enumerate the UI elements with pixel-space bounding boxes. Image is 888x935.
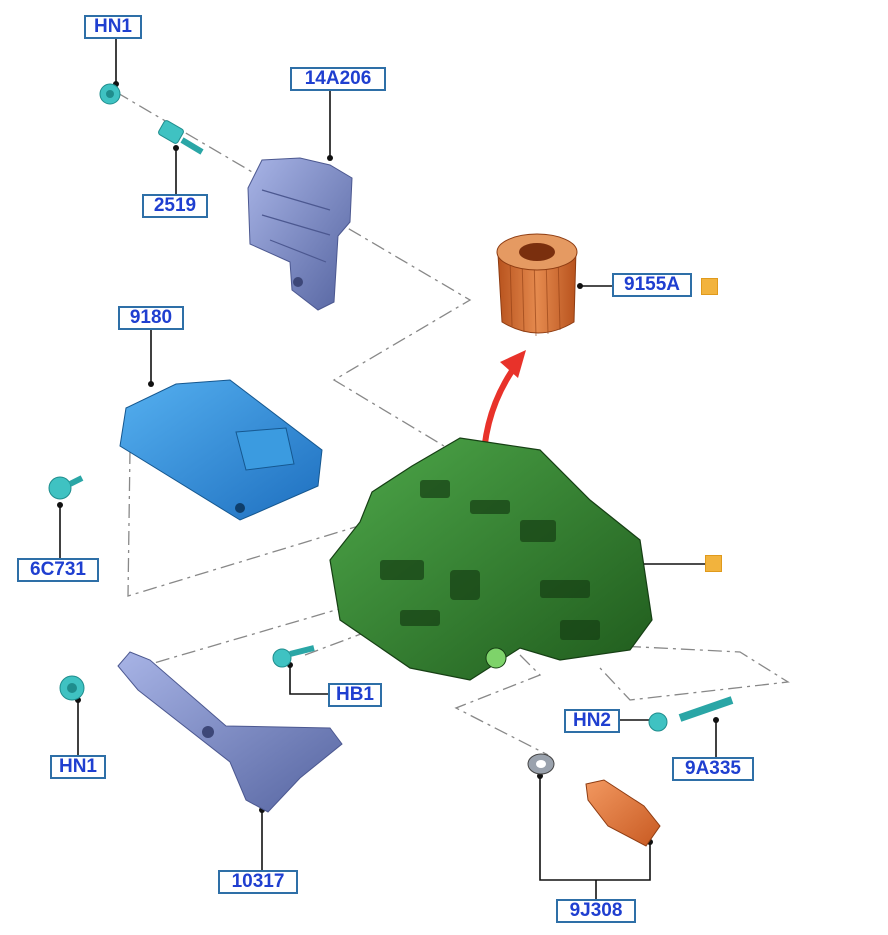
callout-9a335[interactable]: 9A335	[672, 757, 754, 781]
sensor-9j308-illustration	[527, 753, 661, 847]
callout-6c731[interactable]: 6C731	[17, 558, 99, 582]
callout-hn1-bottom[interactable]: HN1	[50, 755, 106, 779]
assembly-lines	[115, 91, 790, 756]
stud-9a335	[678, 696, 734, 722]
reference-marker-valve-body	[705, 555, 722, 572]
fastener-hn1-top	[99, 83, 121, 105]
callout-14a206[interactable]: 14A206	[290, 67, 386, 91]
bolt-6c731	[48, 475, 84, 500]
bracket-14a206-illustration	[247, 157, 353, 311]
callout-9180[interactable]: 9180	[118, 306, 184, 330]
oil-filter-9155a-illustration	[496, 233, 578, 337]
callout-hn1-top[interactable]: HN1	[84, 15, 142, 39]
reference-marker-9155a	[701, 278, 718, 295]
nut-hn2	[648, 712, 668, 732]
callout-9155a[interactable]: 9155A	[612, 273, 692, 297]
bolt-2519	[158, 120, 204, 155]
pan-cover-9180-illustration	[119, 379, 323, 521]
callout-hb1[interactable]: HB1	[328, 683, 382, 707]
leader-lines	[59, 38, 717, 900]
valve-body-illustration	[329, 437, 653, 681]
bracket-10317-illustration	[117, 651, 343, 813]
callout-9j308[interactable]: 9J308	[556, 899, 636, 923]
callout-hn2[interactable]: HN2	[564, 709, 620, 733]
leader-dots	[57, 81, 719, 845]
callout-2519[interactable]: 2519	[142, 194, 208, 218]
nut-hn1-bottom	[59, 675, 85, 701]
callout-10317[interactable]: 10317	[218, 870, 298, 894]
bolt-hb1	[272, 645, 315, 668]
